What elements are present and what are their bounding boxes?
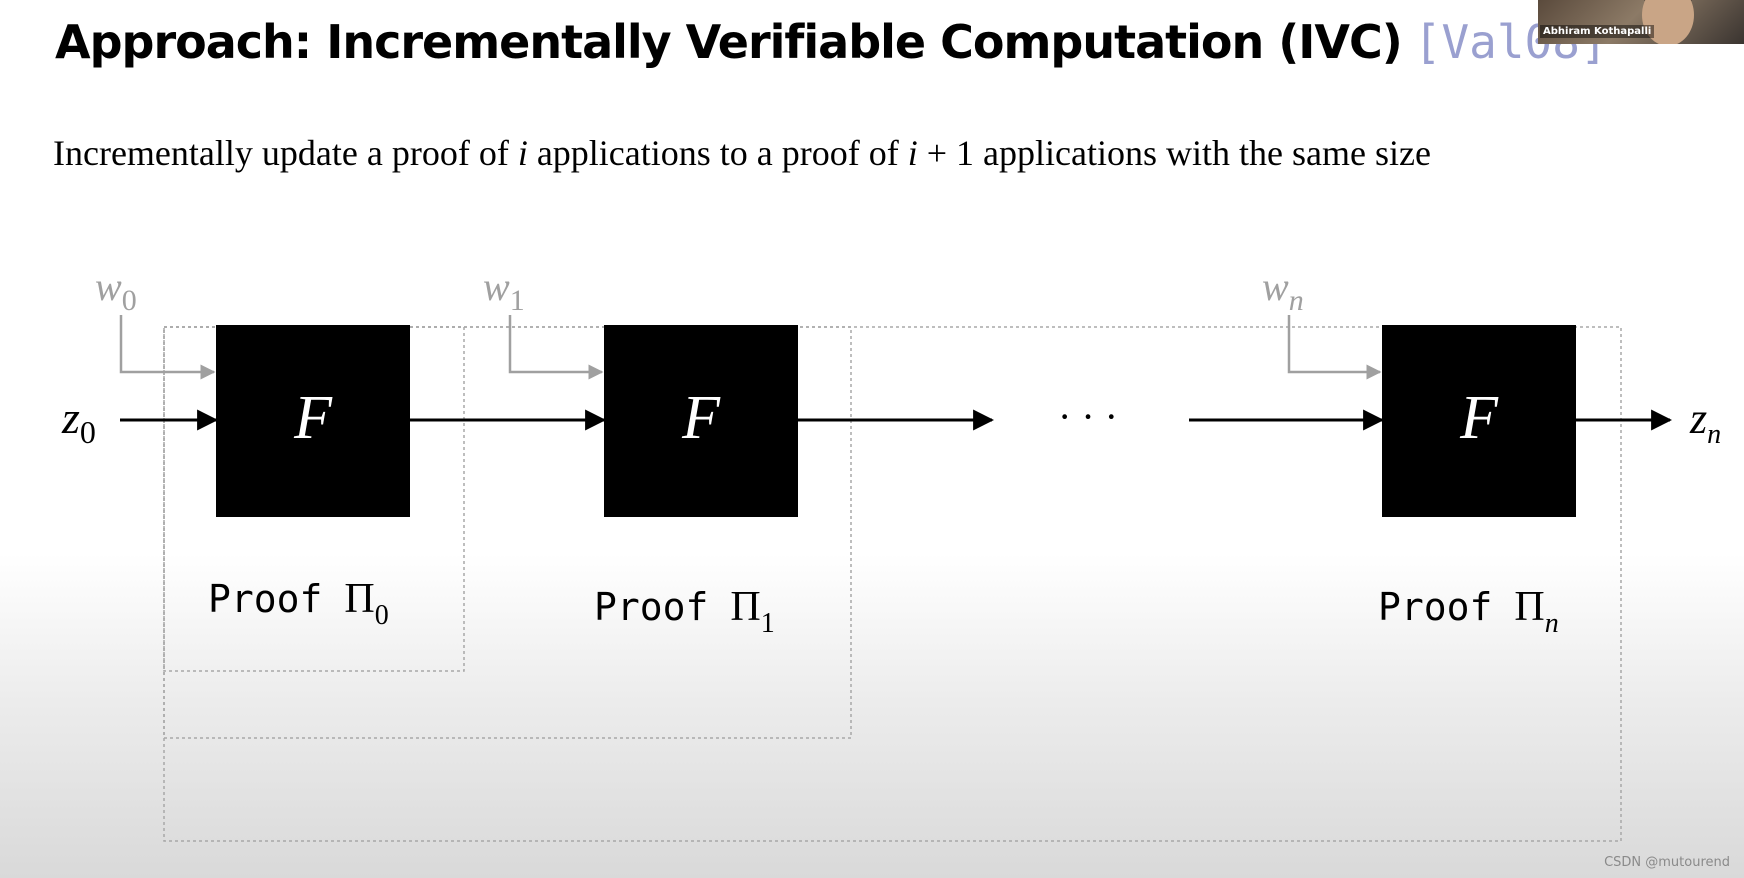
presenter-face	[1642, 0, 1694, 44]
subtitle-var-i: i	[517, 133, 528, 173]
witness-arrow-1	[508, 315, 604, 380]
proof-word-n: Proof	[1378, 585, 1492, 629]
output-sub: n	[1707, 419, 1721, 450]
subtitle-part-2: applications to a proof of	[527, 133, 908, 173]
output-label: zn	[1689, 394, 1721, 450]
proof-sub-n: n	[1545, 608, 1559, 639]
slide-subtitle: Incrementally update a proof of i applic…	[53, 128, 1431, 178]
function-box-n	[1382, 325, 1576, 517]
input-sub: 0	[80, 414, 96, 450]
input-label: z0	[61, 392, 96, 450]
function-label-1: F	[681, 384, 721, 452]
witness-label-1: w1	[483, 264, 525, 317]
witness-base-1: w	[483, 264, 510, 309]
function-label-0: F	[293, 384, 333, 452]
function-box-0	[216, 325, 410, 517]
proof-label-n: Proof Πn	[1378, 584, 1559, 639]
ellipsis: · · ·	[1058, 394, 1118, 439]
proof-pi-n: Π	[1514, 584, 1544, 630]
witness-arrow-n	[1287, 315, 1382, 380]
output-base: z	[1689, 394, 1707, 443]
proof-sub-1: 1	[761, 608, 775, 639]
proof-sub-0: 0	[375, 600, 389, 631]
function-box-1	[604, 325, 798, 517]
witness-base-n: w	[1262, 264, 1289, 309]
witness-base-0: w	[95, 264, 122, 309]
title-text: Approach: Incrementally Verifiable Compu…	[55, 15, 1403, 69]
witness-arrow-0	[119, 315, 216, 380]
proof-frame-n	[163, 326, 1622, 842]
input-base: z	[61, 392, 80, 443]
witness-sub-1: 1	[510, 284, 525, 317]
proof-label-1: Proof Π1	[594, 584, 775, 639]
witness-sub-0: 0	[122, 284, 137, 317]
witness-label-n: wn	[1262, 264, 1304, 317]
proof-word-1: Proof	[594, 585, 708, 629]
proof-word-0: Proof	[208, 577, 322, 621]
subtitle-part-3: + 1 applications with the same size	[917, 133, 1431, 173]
witness-label-0: w0	[95, 264, 137, 317]
presenter-name: Abhiram Kothapalli	[1540, 25, 1655, 38]
proof-pi-0: Π	[344, 576, 374, 622]
watermark: CSDN @mutourend	[1604, 855, 1730, 870]
subtitle-part-1: Incrementally update a proof of	[53, 133, 518, 173]
function-label-n: F	[1459, 384, 1499, 452]
witness-sub-n: n	[1289, 284, 1304, 317]
presenter-webcam: Abhiram Kothapalli	[1538, 0, 1744, 44]
proof-label-0: Proof Π0	[208, 576, 389, 631]
subtitle-var-i-2: i	[907, 133, 918, 173]
proof-pi-1: Π	[730, 584, 760, 630]
